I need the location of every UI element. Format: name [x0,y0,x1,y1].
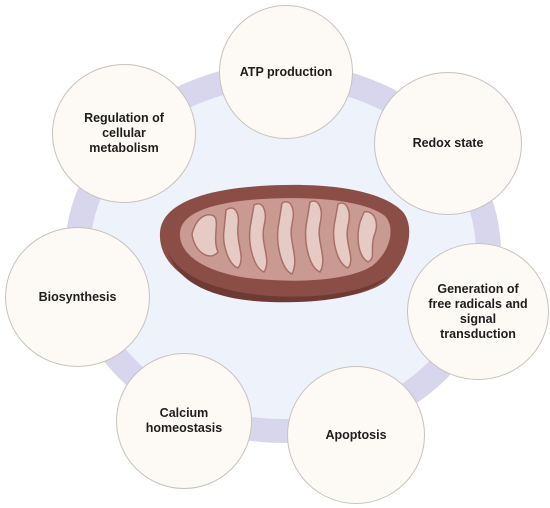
crista [191,214,219,257]
node-apoptosis: Apoptosis [287,366,425,504]
node-label: Biosynthesis [38,289,117,304]
node-label: ATP production [239,64,333,79]
node-free-radicals: Generation of free radicals and signal t… [407,243,549,380]
node-label: Calcium homeostasis [145,406,223,435]
crista [357,211,378,263]
node-label: Apoptosis [325,427,387,442]
node-calcium-homeostasis: Calcium homeostasis [116,353,252,489]
node-label: Regulation of cellular metabolism [84,111,164,155]
node-label: Generation of free radicals and signal t… [428,281,528,341]
crista [276,201,296,275]
node-redox-state: Redox state [374,72,522,215]
node-atp-production: ATP production [219,5,353,139]
node-biosynthesis: Biosynthesis [5,227,150,367]
crista [304,200,324,273]
mitochondrion-cristae [191,200,378,275]
node-label: Redox state [412,136,484,150]
node-regulation-metabolism: Regulation of cellular metabolism [52,64,196,203]
mitochondrion-shadow [168,252,388,303]
crista [222,207,242,269]
crista [332,202,352,269]
crista [248,203,268,273]
